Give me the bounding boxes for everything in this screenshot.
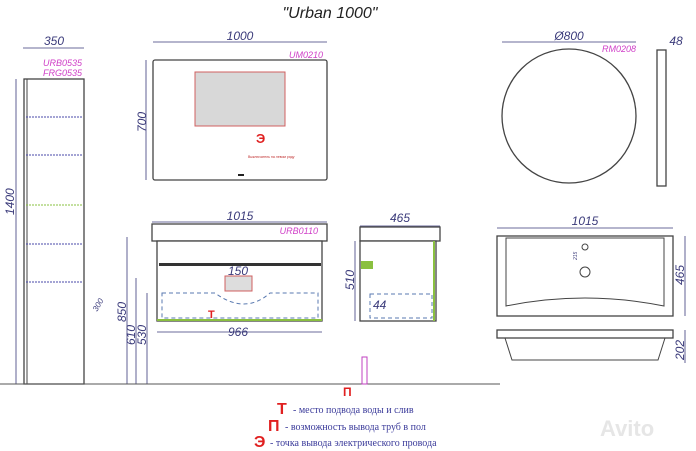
basin-height-label: 202 xyxy=(673,340,687,361)
box-width-label: 150 xyxy=(228,264,248,278)
cabinet-inner-width-label: 966 xyxy=(228,325,248,339)
basin-hole-offset-label: 215 xyxy=(573,251,579,261)
round-mirror-rm0208: Ø800 RM0208 48 xyxy=(501,29,683,187)
mirror-um0210: 1000 UM0210 700 Э Выключатель на левом р… xyxy=(135,29,328,181)
side-depth-label: 465 xyxy=(390,211,410,225)
cabinet-front-view: 1015 URB0110 150 Т 966 850 610 530 П xyxy=(0,209,500,399)
column-height-label: 1400 xyxy=(3,188,17,215)
legend-text-floor: - возможность вывода труб в пол xyxy=(285,422,426,433)
cabinet-code: URB0110 xyxy=(280,226,318,236)
mirror-switch-note: Выключатель на левом ряду xyxy=(248,155,295,159)
avito-watermark: Avito xyxy=(600,416,654,441)
cabinet-side-view: 465 510 44 xyxy=(343,211,441,322)
basin-depth-label: 465 xyxy=(673,265,687,285)
water-mark: Т xyxy=(208,309,215,321)
legend-mark-floor: П xyxy=(268,418,280,435)
basin-views: 1015 215 465 202 xyxy=(496,214,687,363)
mirror-width-label: 1000 xyxy=(227,29,254,43)
drawing-title: "Urban 1000" xyxy=(283,5,379,22)
legend-text-water: - место подвода воды и слив xyxy=(293,405,414,416)
round-mirror-diameter-label: Ø800 xyxy=(553,29,584,43)
floor-mark: П xyxy=(343,385,352,399)
height-610-label: 610 xyxy=(124,325,138,345)
legend: Т - место подвода воды и слив П - возмож… xyxy=(254,401,437,451)
column-code-2: FRG0535 xyxy=(43,68,83,78)
mirror-electric-mark: Э xyxy=(256,131,265,146)
column-depth-label: 300 xyxy=(91,296,106,313)
cabinet-width-label: 1015 xyxy=(227,209,254,223)
side-height-label: 510 xyxy=(343,270,357,290)
column-cabinet: 350 URB0535 FRG0535 1400 300 xyxy=(3,34,106,385)
round-mirror-depth-label: 48 xyxy=(669,34,683,48)
round-mirror-code: RM0208 xyxy=(602,44,636,54)
height-530-label: 530 xyxy=(135,325,149,345)
basin-width-label: 1015 xyxy=(572,214,599,228)
legend-mark-electric: Э xyxy=(254,434,265,451)
legend-mark-water: Т xyxy=(277,401,287,418)
mirror-code: UM0210 xyxy=(289,50,323,60)
height-850-label: 850 xyxy=(115,302,129,322)
mirror-height-label: 700 xyxy=(135,112,149,132)
legend-text-electric: - точка вывода электрического провода xyxy=(270,438,437,449)
side-offset-label: 44 xyxy=(373,298,387,312)
column-code-1: URB0535 xyxy=(43,58,83,68)
column-width-label: 350 xyxy=(44,34,64,48)
